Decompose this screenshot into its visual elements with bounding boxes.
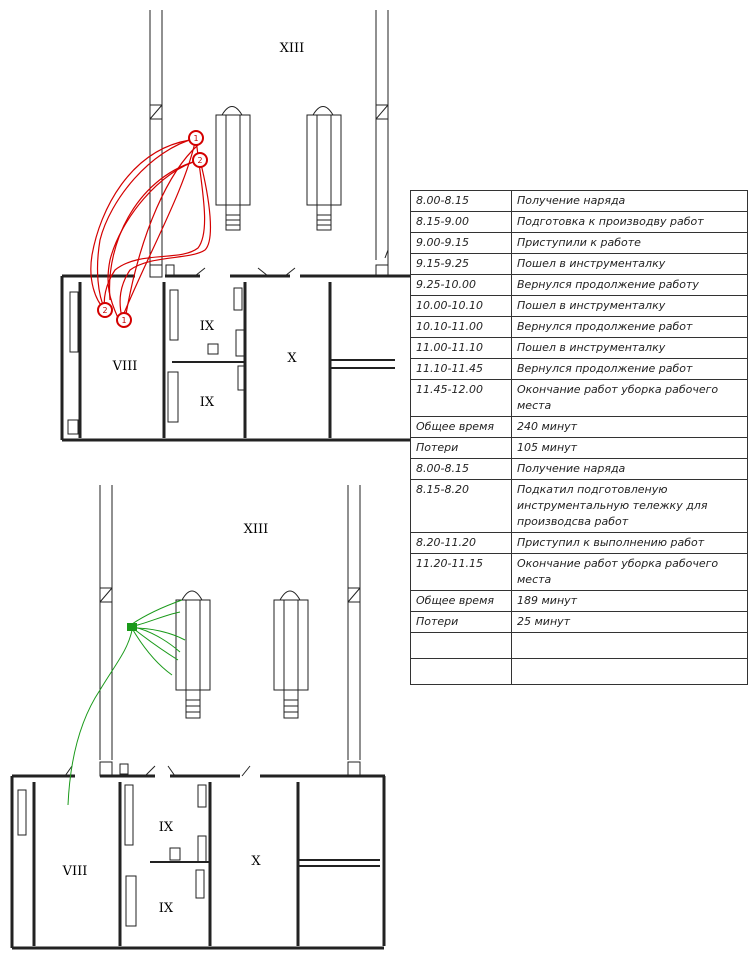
marker-label-1b: 1 bbox=[121, 316, 126, 325]
tool-cart-marker bbox=[127, 623, 137, 631]
activity-cell: Получение наряда bbox=[511, 458, 748, 480]
marker-2b bbox=[97, 302, 113, 318]
table-row bbox=[410, 658, 748, 685]
time-cell: 8.15-8.20 bbox=[410, 479, 512, 533]
time-cell: Потери bbox=[410, 437, 512, 459]
machine-left-top bbox=[215, 106, 251, 231]
time-cell bbox=[410, 632, 512, 659]
activity-cell: 240 минут bbox=[511, 416, 748, 438]
time-cell bbox=[410, 658, 512, 685]
plan-top bbox=[60, 10, 410, 442]
activity-cell bbox=[511, 658, 748, 685]
time-cell: 11.20-11.15 bbox=[410, 553, 512, 591]
activity-cell: Пошел в инструменталку bbox=[511, 337, 748, 359]
time-cell: 8.15-9.00 bbox=[410, 211, 512, 233]
marker-1a bbox=[188, 130, 204, 146]
activity-cell: Вернулся продолжение работ bbox=[511, 358, 748, 380]
room-label-ix-top-2: IX bbox=[200, 395, 215, 410]
activity-cell: 189 минут bbox=[511, 590, 748, 612]
activity-cell: 105 минут bbox=[511, 437, 748, 459]
activity-cell: Подкатил подготовленую инструментальную … bbox=[511, 479, 748, 533]
time-cell: 8.00-8.15 bbox=[410, 190, 512, 212]
marker-2a bbox=[192, 152, 208, 168]
room-label-viii-bottom: VIII bbox=[62, 864, 88, 879]
time-cell: 10.00-10.10 bbox=[410, 295, 512, 317]
time-cell: 9.25-10.00 bbox=[410, 274, 512, 296]
activity-cell: 25 минут bbox=[511, 611, 748, 633]
time-cell: 9.00-9.15 bbox=[410, 232, 512, 254]
machine-right-bottom bbox=[273, 590, 309, 719]
time-cell: Общее время bbox=[410, 590, 512, 612]
marker-1b bbox=[116, 312, 132, 328]
activity-cell: Приступил к выполнению работ bbox=[511, 532, 748, 554]
time-cell: 8.00-8.15 bbox=[410, 458, 512, 480]
marker-label-2b: 2 bbox=[102, 306, 107, 315]
time-cell: 8.20-11.20 bbox=[410, 532, 512, 554]
room-label-ix-top-1: IX bbox=[200, 319, 215, 334]
room-label-x-bottom: X bbox=[251, 854, 261, 869]
path-markers-red bbox=[97, 130, 208, 328]
machine-right-top bbox=[306, 106, 342, 231]
worker-path-green bbox=[67, 599, 186, 806]
activity-cell: Окончание работ уборка рабочего места bbox=[511, 379, 748, 417]
machine-left-bottom bbox=[175, 590, 211, 719]
room-label-ix-bottom-1: IX bbox=[159, 820, 174, 835]
activity-cell: Окончание работ уборка рабочего места bbox=[511, 553, 748, 591]
room-label-viii-top: VIII bbox=[112, 359, 138, 374]
plan-bottom bbox=[10, 485, 386, 950]
room-label-x-top: X bbox=[287, 351, 297, 366]
time-cell: 11.00-11.10 bbox=[410, 337, 512, 359]
marker-label-1a: 1 bbox=[193, 134, 198, 143]
table-row bbox=[410, 632, 748, 659]
zone-label-xiii-bottom: XIII bbox=[244, 522, 269, 537]
activity-cell: Пошел в инструменталку bbox=[511, 295, 748, 317]
time-cell: 9.15-9.25 bbox=[410, 253, 512, 275]
time-cell: 11.10-11.45 bbox=[410, 358, 512, 380]
activity-cell: Пошел в инструменталку bbox=[511, 253, 748, 275]
time-cell: Общее время bbox=[410, 416, 512, 438]
activity-cell: Приступили к работе bbox=[511, 232, 748, 254]
activity-cell: Получение наряда bbox=[511, 190, 748, 212]
marker-label-2a: 2 bbox=[197, 156, 202, 165]
worker-path-red bbox=[90, 137, 212, 321]
time-cell: Потери bbox=[410, 611, 512, 633]
activity-cell bbox=[511, 632, 748, 659]
zone-label-xiii-top: XIII bbox=[280, 41, 305, 56]
activity-cell: Подготовка к производву работ bbox=[511, 211, 748, 233]
activity-cell: Вернулся продолжение работ bbox=[511, 316, 748, 338]
time-cell: 10.10-11.00 bbox=[410, 316, 512, 338]
room-label-ix-bottom-2: IX bbox=[159, 901, 174, 916]
time-cell: 11.45-12.00 bbox=[410, 379, 512, 417]
activity-cell: Вернулся продолжение работу bbox=[511, 274, 748, 296]
